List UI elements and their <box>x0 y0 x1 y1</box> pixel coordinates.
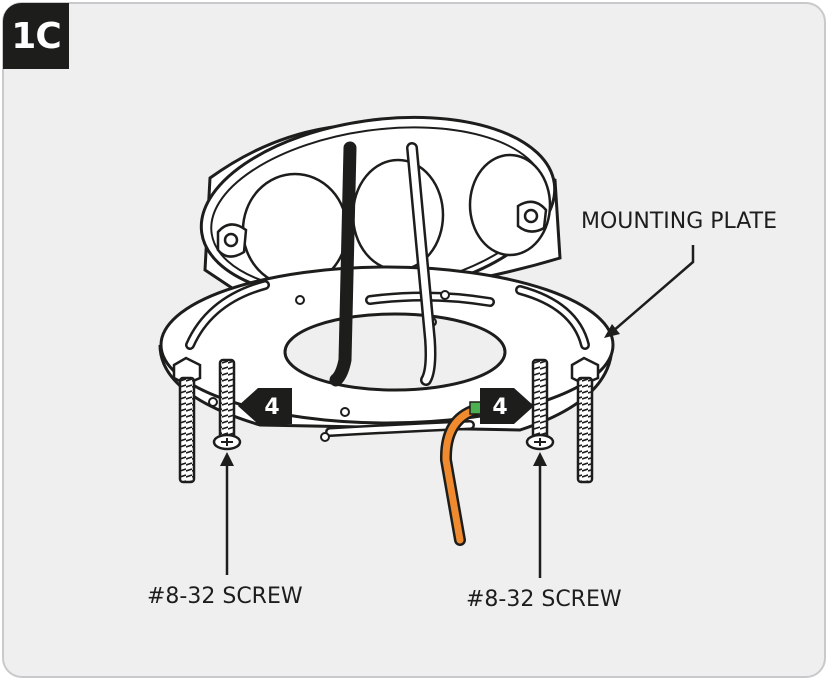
callout-left-number: 4 <box>264 395 279 420</box>
callout-left: 4 <box>238 388 292 424</box>
leader-screw-right <box>533 452 547 578</box>
arrow-head <box>604 324 620 338</box>
callout-right: 4 <box>480 388 534 424</box>
label-mounting-plate: MOUNTING PLATE <box>581 209 777 234</box>
supply-wires <box>329 141 437 387</box>
screw-right <box>525 358 555 451</box>
step-badge: 1C <box>3 3 69 69</box>
threaded-stud-right <box>570 356 600 484</box>
callout-right-number: 4 <box>492 395 507 420</box>
arrow-head <box>220 452 234 466</box>
arrow-head <box>533 452 547 466</box>
label-screw-left: #8-32 SCREW <box>147 584 303 609</box>
label-screw-right: #8-32 SCREW <box>466 587 622 612</box>
leader-mounting-plate <box>604 245 695 338</box>
leader-screw-left <box>220 452 234 575</box>
threaded-stud-left <box>172 356 202 484</box>
screw-left <box>212 358 242 451</box>
